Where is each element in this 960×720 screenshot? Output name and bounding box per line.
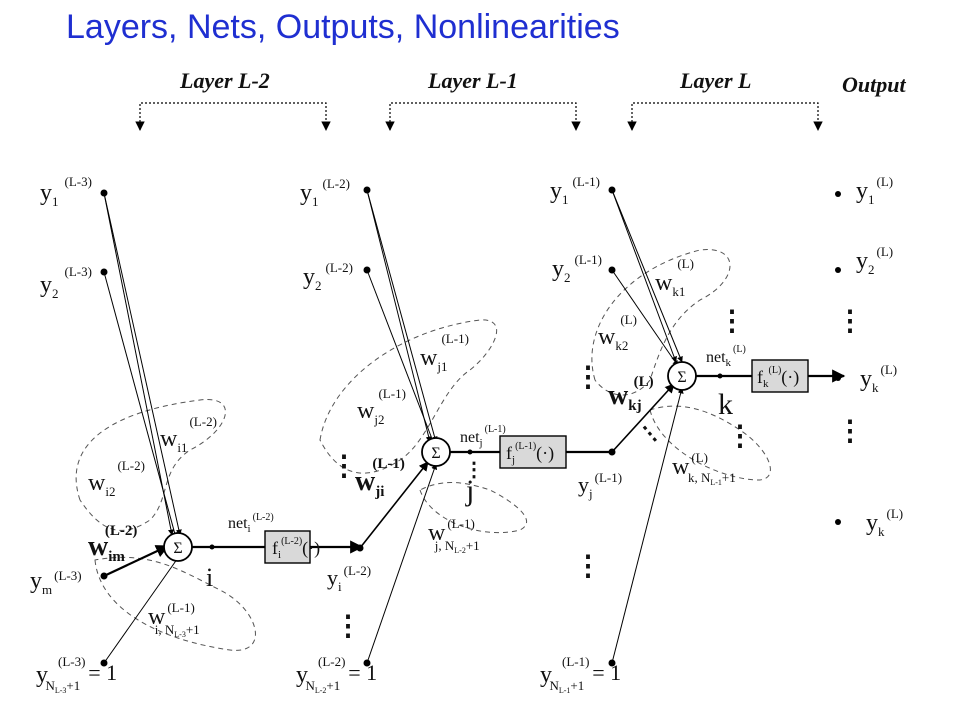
net-k-label: netk(L)	[706, 344, 746, 369]
sum-node-k: Σ	[667, 361, 697, 391]
weight-wi-bias: w(L-1)i, NL-3+1	[148, 600, 200, 639]
input-y1-l1: y1(L-1)	[550, 174, 600, 207]
node-label-i: i	[206, 563, 213, 592]
page-title: Layers, Nets, Outputs, Nonlinearities	[66, 8, 620, 46]
input-y1-l3: y1(L-3)	[40, 174, 92, 209]
header-layer-l: Layer L	[679, 68, 751, 93]
connections-l	[611, 189, 684, 664]
weight-wj-bias: w(L-1)j, NL-2+1	[428, 516, 480, 555]
output-yk-l: yk(L)	[860, 362, 897, 395]
input-ym-l3: ym(L-3)	[30, 568, 82, 597]
svg-text:fi(L-2)(·): fi(L-2)(·)	[272, 536, 320, 561]
weight-wj1: wj1(L-1)	[420, 331, 469, 374]
svg-text:fj(L-1)(·): fj(L-1)(·)	[506, 441, 554, 466]
header-brackets	[135, 102, 823, 131]
node-label-k: k	[718, 388, 733, 421]
activation-box-j: fj(L-1)(·)	[499, 435, 567, 469]
svg-text:⋮: ⋮	[330, 451, 358, 482]
header-layer-l1: Layer L-1	[427, 68, 518, 93]
connections-l2	[103, 192, 182, 664]
weight-wk-bias: w(L)k, NL-1+1	[672, 450, 736, 487]
input-y2-l3: y2(L-3)	[40, 264, 92, 301]
svg-text:⋮: ⋮	[633, 417, 666, 450]
node-dots	[100, 186, 841, 667]
svg-text:⋮: ⋮	[718, 306, 746, 337]
input-y2-l2: y2(L-2)	[303, 260, 353, 293]
output-y2-l: y2(L)	[856, 244, 893, 277]
weight-lobes	[75, 249, 771, 651]
connections-l1	[359, 189, 438, 664]
net-j-label: netj(L-1)	[460, 424, 506, 449]
input-y2-l1: y2(L-1)	[552, 252, 602, 285]
svg-text:Σ: Σ	[173, 540, 182, 557]
svg-text:fk(L)(·): fk(L)(·)	[757, 365, 799, 390]
svg-text:⋮: ⋮	[836, 306, 864, 337]
svg-text:Σ: Σ	[677, 369, 686, 386]
svg-text:Σ: Σ	[431, 445, 440, 462]
svg-text:⋮: ⋮	[574, 362, 602, 393]
weight-wi1: wi1(L-2)	[160, 414, 217, 455]
node-label-j: j	[465, 474, 474, 507]
bias-input-l1: y(L-1)NL-1+1= 1	[540, 654, 621, 695]
input-y1-l2: y1(L-2)	[300, 176, 350, 209]
svg-text:⋮: ⋮	[836, 416, 864, 447]
sum-node-i: Σ	[163, 532, 193, 562]
activation-box-i: fi(L-2)(·)	[264, 530, 320, 564]
weight-wj2: wj2(L-1)	[357, 386, 406, 427]
weight-wji: wji(L-1)	[355, 456, 405, 500]
bias-input-l2: y(L-2)NL-2+1= 1	[296, 654, 377, 695]
header-layer-l2: Layer L-2	[179, 68, 270, 93]
weight-wk1: wk1(L)	[655, 256, 694, 299]
header-output: Output	[842, 72, 906, 97]
svg-text:⋮: ⋮	[464, 459, 484, 481]
output-yi-l2: yi(L-2)	[327, 563, 371, 594]
bias-input-l3: y(L-3)NL-3+1= 1	[36, 654, 117, 695]
weight-wi2: wi2(L-2)	[88, 458, 145, 499]
svg-text:⋮: ⋮	[726, 421, 754, 452]
activation-box-k: fk(L)(·)	[751, 359, 809, 393]
ellipsis-group: ⋮ ⋮ ⋮ ⋮ ⋮ ⋮ ⋮ ⋮ ⋮ ⋮	[330, 306, 864, 642]
weight-wim: wim(L-2)	[88, 523, 137, 565]
output-y1-l: y1(L)	[856, 174, 893, 207]
net-i-label: neti(L-2)	[228, 512, 274, 535]
svg-text:⋮: ⋮	[574, 551, 602, 582]
sum-node-j: Σ	[421, 437, 451, 467]
svg-text:⋮: ⋮	[334, 611, 362, 642]
weight-wkj: wkj(L)	[608, 374, 654, 414]
output-yj-l1: yj(L-1)	[578, 470, 622, 501]
output-yk-last: yk(L)	[866, 506, 903, 539]
weight-wk2: wk2(L)	[598, 312, 637, 353]
